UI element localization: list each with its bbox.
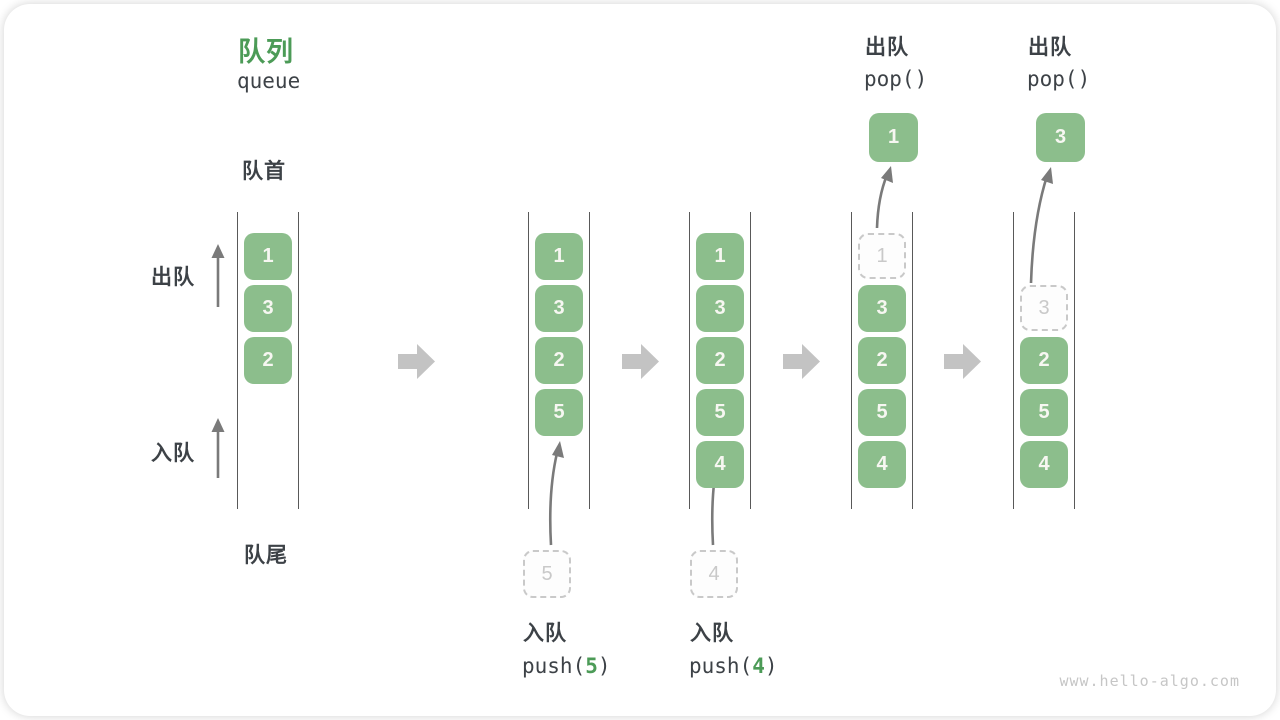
dequeued-ghost-cell: 1 bbox=[858, 233, 906, 279]
queue-cell: 3 bbox=[696, 285, 744, 332]
enqueue-op-code: push(5) bbox=[522, 654, 611, 678]
queue-rear-label: 队尾 bbox=[244, 544, 288, 567]
dequeue-op-label: 出队 bbox=[865, 36, 909, 59]
dequeue-op-code: pop() bbox=[864, 67, 928, 91]
queue-cell: 5 bbox=[696, 389, 744, 436]
enqueue-side-label: 入队 bbox=[151, 442, 195, 465]
dequeued-ghost-cell: 3 bbox=[1020, 285, 1068, 331]
queue-cell: 2 bbox=[1020, 337, 1068, 384]
queue-cell: 2 bbox=[244, 337, 292, 384]
enqueue-op-label: 入队 bbox=[690, 622, 734, 645]
dequeue-side-label: 出队 bbox=[151, 266, 195, 289]
queue-cell: 1 bbox=[696, 233, 744, 280]
pending-enqueue-box: 4 bbox=[690, 550, 738, 598]
queue-cell: 4 bbox=[858, 441, 906, 488]
queue-cell: 4 bbox=[1020, 441, 1068, 488]
diagram-subtitle: queue bbox=[237, 69, 301, 93]
code-post: ) bbox=[597, 654, 611, 678]
queue-cell: 3 bbox=[858, 285, 906, 332]
queue-column-stage5: 3 2 5 4 bbox=[1013, 212, 1075, 509]
queue-cell: 1 bbox=[244, 233, 292, 280]
queue-cell: 5 bbox=[535, 389, 583, 436]
watermark: www.hello-algo.com bbox=[1059, 672, 1240, 690]
diagram-card bbox=[4, 4, 1276, 716]
code-arg: 5 bbox=[585, 654, 598, 678]
queue-column-stage4: 1 3 2 5 4 bbox=[851, 212, 913, 509]
queue-cell: 5 bbox=[1020, 389, 1068, 436]
queue-column-stage3: 1 3 2 5 4 bbox=[689, 212, 751, 509]
dequeue-op-label: 出队 bbox=[1028, 36, 1072, 59]
queue-cell: 4 bbox=[696, 441, 744, 488]
pending-enqueue-box: 5 bbox=[523, 550, 571, 598]
queue-cell: 1 bbox=[535, 233, 583, 280]
queue-cell: 3 bbox=[244, 285, 292, 332]
queue-column-stage2: 1 3 2 5 bbox=[528, 212, 590, 509]
queue-column-stage1: 1 3 2 bbox=[237, 212, 299, 509]
code-post: ) bbox=[764, 654, 778, 678]
popped-element-box: 1 bbox=[869, 113, 918, 162]
queue-cell: 3 bbox=[535, 285, 583, 332]
enqueue-op-code: push(4) bbox=[689, 654, 778, 678]
queue-cell: 2 bbox=[858, 337, 906, 384]
queue-cell: 5 bbox=[858, 389, 906, 436]
code-arg: 4 bbox=[752, 654, 765, 678]
queue-cell: 2 bbox=[535, 337, 583, 384]
dequeue-op-code: pop() bbox=[1027, 67, 1091, 91]
code-pre: push( bbox=[522, 654, 586, 678]
popped-element-box: 3 bbox=[1036, 113, 1085, 162]
queue-front-label: 队首 bbox=[242, 160, 286, 183]
queue-cell: 2 bbox=[696, 337, 744, 384]
code-pre: push( bbox=[689, 654, 753, 678]
enqueue-op-label: 入队 bbox=[523, 622, 567, 645]
diagram-title: 队列 bbox=[238, 37, 294, 67]
